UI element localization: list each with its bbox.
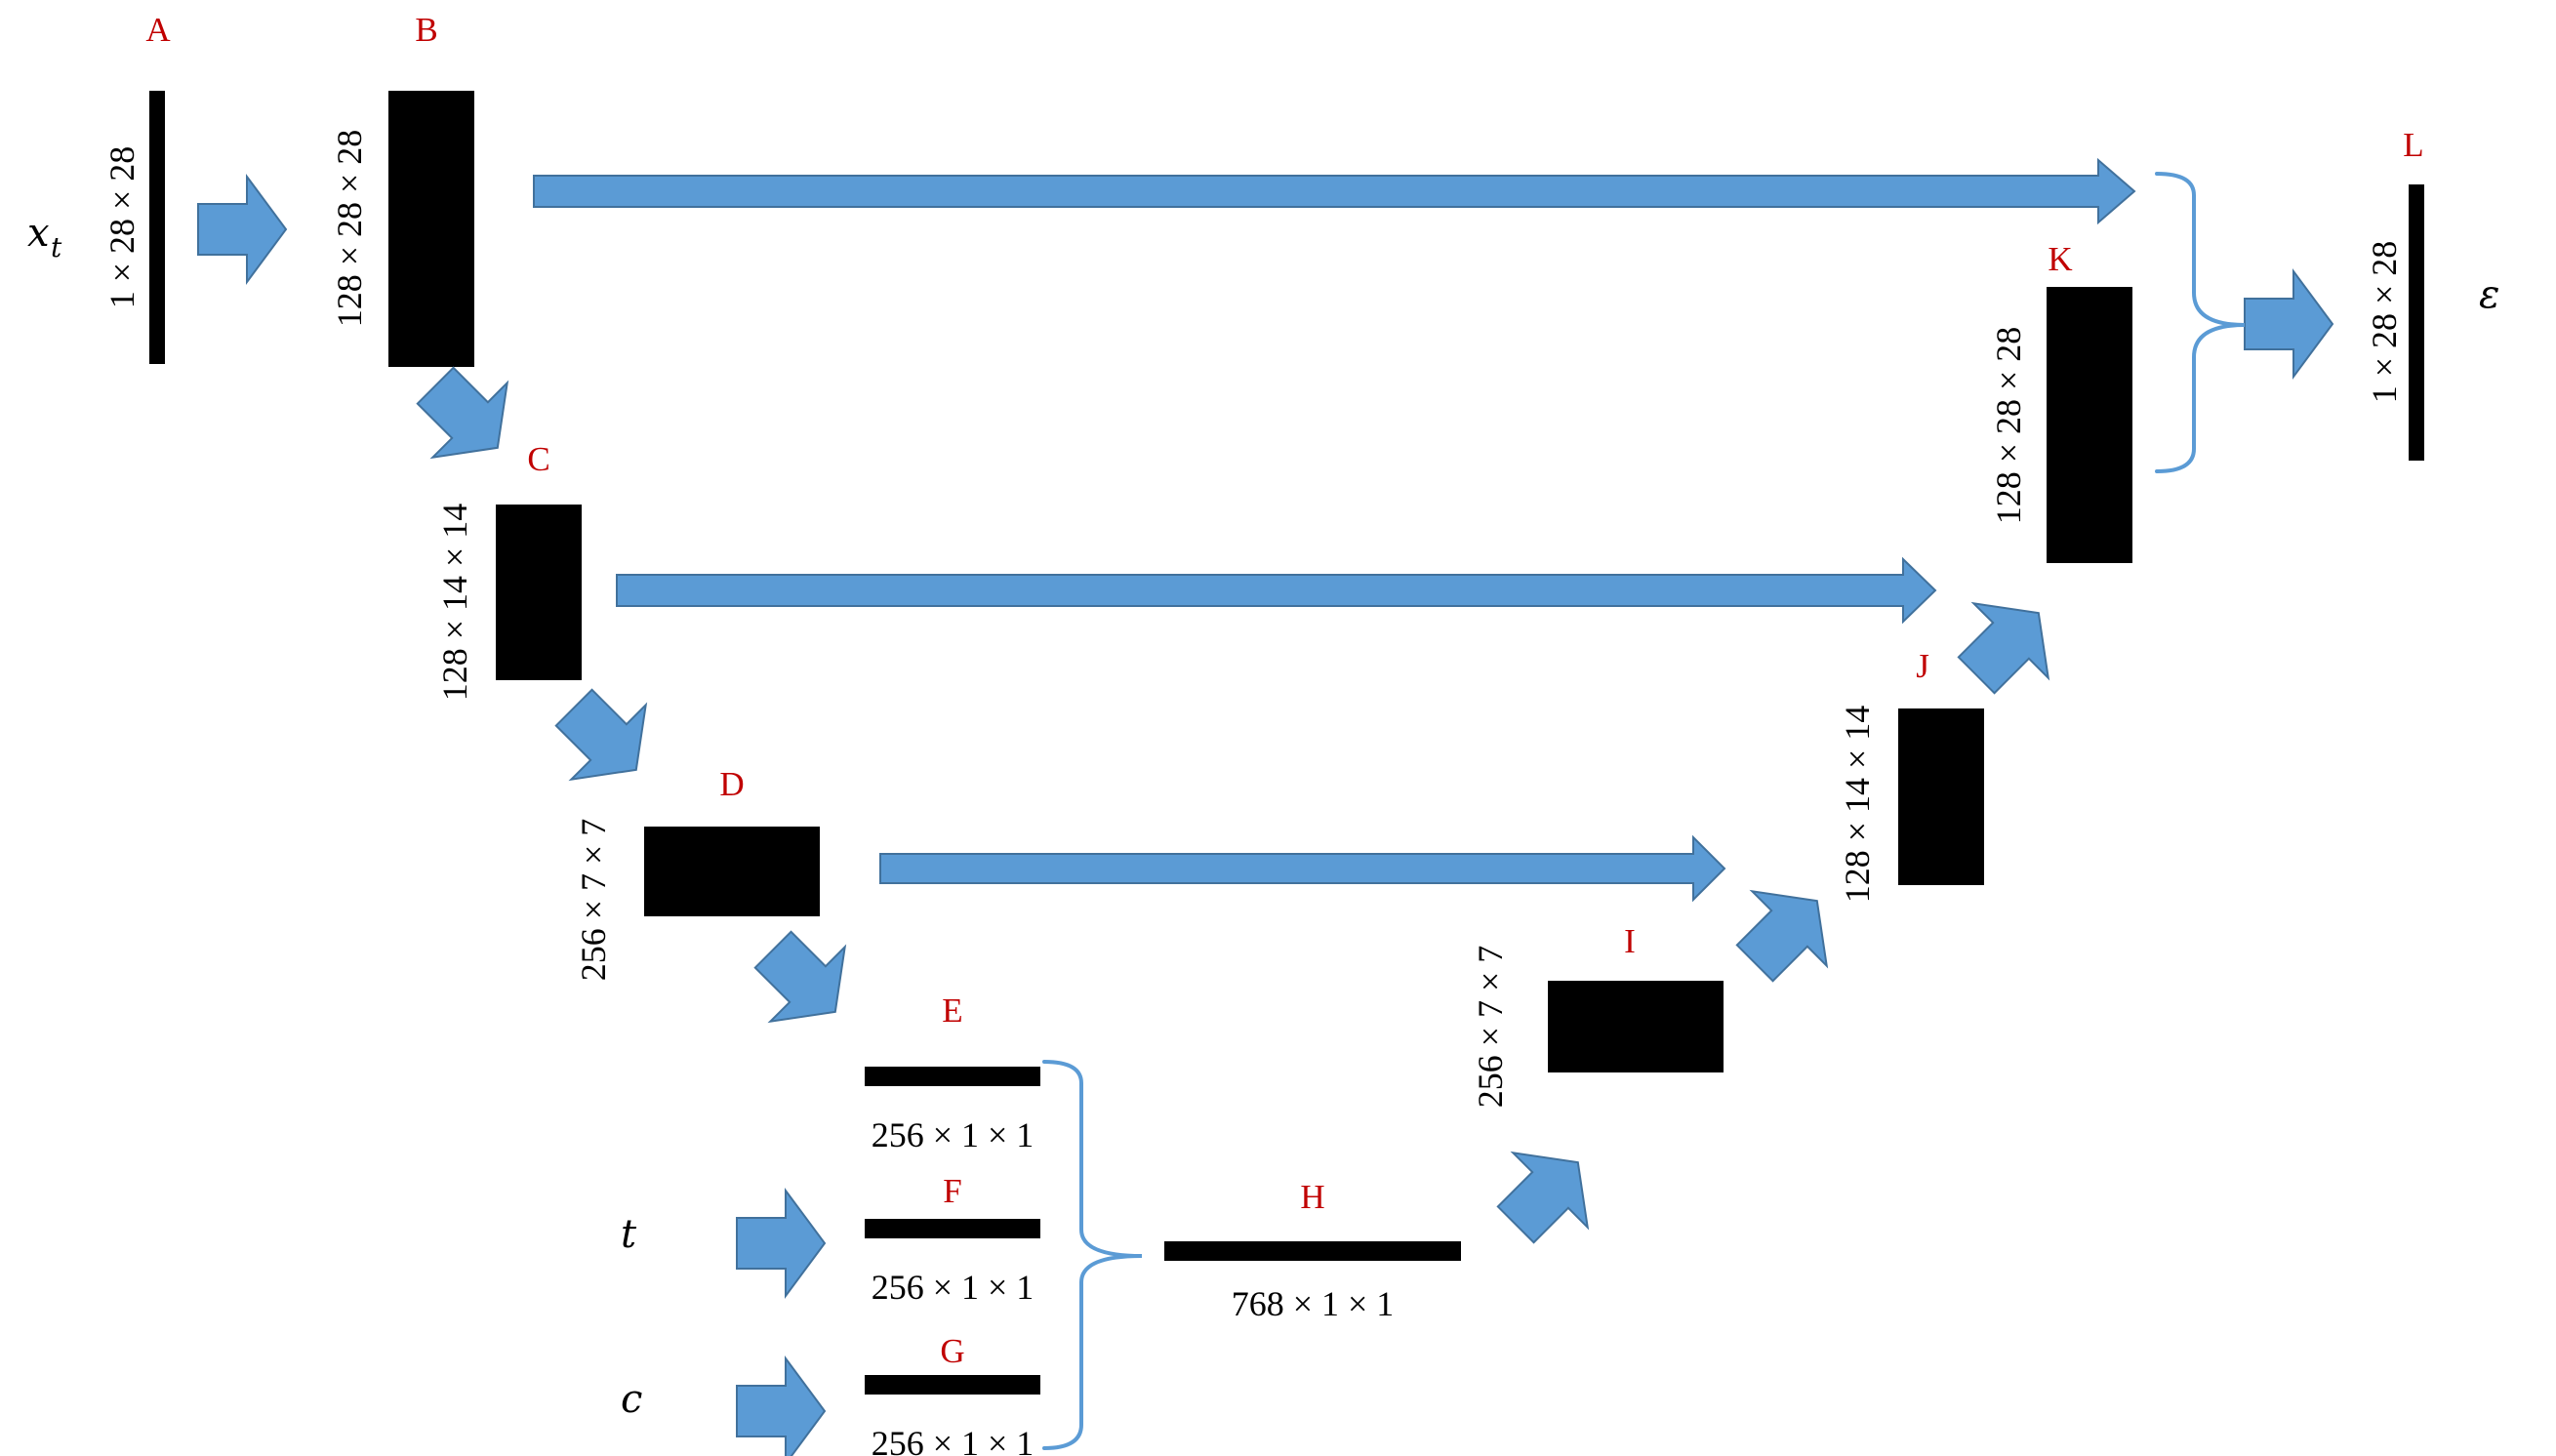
label-g: G xyxy=(940,1332,964,1370)
dims-f: 256 × 1 × 1 xyxy=(872,1268,1035,1307)
block-c xyxy=(496,505,582,680)
block-e xyxy=(865,1067,1040,1086)
block-d xyxy=(644,827,820,916)
block-k xyxy=(2047,287,2132,563)
label-f: F xyxy=(943,1172,961,1210)
block-j xyxy=(1898,708,1984,885)
arrow-c-to-g xyxy=(736,1357,826,1456)
brace-efg xyxy=(1042,1060,1143,1450)
label-l: L xyxy=(2403,126,2423,164)
dims-j: 128 × 14 × 14 xyxy=(1838,706,1877,904)
block-g xyxy=(865,1375,1040,1395)
arrow-xt-to-b xyxy=(197,176,287,283)
label-i: I xyxy=(1624,922,1636,960)
dims-k: 128 × 28 × 28 xyxy=(1989,327,2028,525)
dims-b: 128 × 28 × 28 xyxy=(330,130,369,328)
skip-arrow-b-to-k xyxy=(533,157,2136,225)
label-b: B xyxy=(415,11,437,49)
block-h xyxy=(1164,1241,1461,1261)
dims-l: 1 × 28 × 28 xyxy=(2365,241,2404,404)
input-xt: x t xyxy=(27,211,62,263)
arrow-k-to-l xyxy=(2244,270,2333,378)
dims-d: 256 × 7 × 7 xyxy=(574,819,613,982)
dims-g: 256 × 1 × 1 xyxy=(872,1424,1035,1456)
arrow-h-to-i xyxy=(1477,1123,1617,1264)
dims-e: 256 × 1 × 1 xyxy=(872,1115,1035,1154)
label-a: A xyxy=(145,11,171,49)
input-c: c xyxy=(621,1377,642,1422)
label-j: J xyxy=(1916,647,1929,685)
input-x-subscript: t xyxy=(51,231,62,263)
dims-h: 768 × 1 × 1 xyxy=(1232,1284,1395,1323)
arrow-j-to-k xyxy=(1937,574,2078,714)
block-b xyxy=(388,91,474,367)
arrow-d-to-e xyxy=(734,910,874,1051)
input-x-text: x xyxy=(27,211,50,256)
input-t: t xyxy=(621,1212,637,1257)
dims-i: 256 × 7 × 7 xyxy=(1471,946,1510,1109)
label-d: D xyxy=(719,765,744,803)
label-h: H xyxy=(1300,1178,1324,1216)
block-l xyxy=(2409,184,2424,461)
block-a xyxy=(149,91,165,364)
label-k: K xyxy=(2048,240,2072,278)
arrow-t-to-f xyxy=(736,1190,826,1297)
arrow-b-to-c xyxy=(396,346,537,487)
output-epsilon: ε xyxy=(2479,272,2499,317)
block-f xyxy=(865,1219,1040,1238)
label-c: C xyxy=(527,440,549,478)
arrow-i-to-j xyxy=(1716,862,1856,1002)
skip-arrow-c-to-j xyxy=(616,556,1937,625)
block-i xyxy=(1548,981,1724,1072)
skip-arrow-d-to-i xyxy=(879,834,1726,903)
brace-k-skip xyxy=(2155,172,2246,473)
dims-c: 128 × 14 × 14 xyxy=(435,504,474,702)
arrow-c-to-d xyxy=(535,668,675,809)
dims-a: 1 × 28 × 28 xyxy=(102,146,142,309)
label-e: E xyxy=(942,991,962,1030)
